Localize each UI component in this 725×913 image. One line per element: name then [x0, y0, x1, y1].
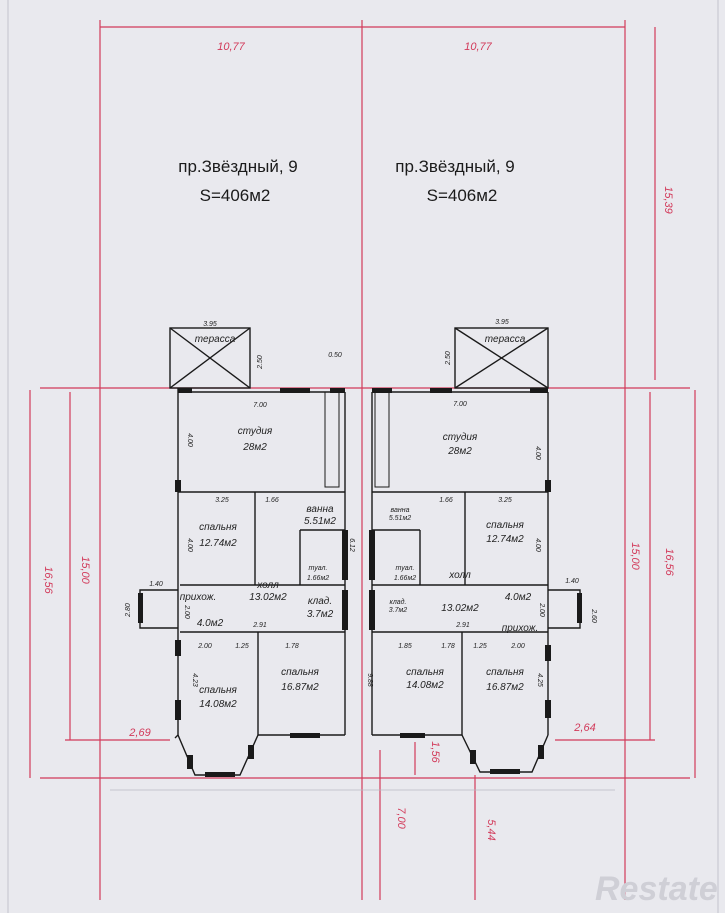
left-toilet-area: 1.66м2 — [307, 575, 329, 582]
left-bath-label: ванна — [306, 504, 334, 515]
right-d425: 4.25 — [536, 673, 543, 687]
right-studio-area: 28м2 — [447, 446, 472, 457]
left-bath-area: 5.51м2 — [304, 516, 336, 527]
right-terrace-label: терасса — [485, 334, 526, 345]
right-studio-height: 4.00 — [534, 446, 541, 460]
right-bedroom2-area: 14.08м2 — [406, 680, 444, 691]
right-closet-label: клад. — [390, 598, 407, 606]
right-entry-depth: 2.00 — [538, 602, 545, 617]
dim-right-height: 16,56 — [663, 548, 675, 576]
right-entry-label: прихож. — [502, 623, 539, 634]
left-studio-width: 7.00 — [253, 402, 267, 409]
dim-right-top: 15,39 — [662, 186, 674, 214]
dim-left-offset: 2,69 — [128, 727, 150, 739]
left-bedroom3-label: спальня — [281, 667, 319, 678]
left-house-thick-walls — [138, 388, 348, 777]
left-closet-area: 3.7м2 — [307, 609, 334, 620]
left-hall-area: 13.02м2 — [249, 592, 287, 603]
left-terrace-width: 3.95 — [203, 321, 217, 328]
right-d988: 9.88 — [366, 673, 373, 687]
dim-bottom-left: 7,00 — [395, 807, 407, 829]
left-terrace-label: терасса — [195, 334, 236, 345]
left-d200: 2.00 — [197, 643, 212, 650]
left-d612: 6.12 — [348, 538, 355, 552]
left-bedroom1-width: 3.25 — [215, 497, 229, 504]
dim-bay-offset: 1,56 — [429, 741, 441, 763]
right-studio-label: студия — [443, 432, 478, 443]
right-bedroom1-width: 3.25 — [498, 497, 512, 504]
right-d291: 2.91 — [455, 622, 470, 629]
left-entry-area: 4.0м2 — [197, 618, 224, 629]
right-terrace-width: 3.95 — [495, 319, 509, 326]
lot-right-address: пр.Звёздный, 9 — [395, 157, 514, 176]
right-terrace-depth: 2.50 — [445, 351, 452, 366]
left-bedroom1-height: 4.00 — [186, 538, 193, 552]
right-hall-area: 13.02м2 — [441, 603, 479, 614]
right-studio-width: 7.00 — [453, 401, 467, 408]
left-bedroom1-label: спальня — [199, 522, 237, 533]
right-bedroom3-label: спальня — [486, 667, 524, 678]
lot-left-width: 10,77 — [217, 41, 245, 53]
lot-left-area: S=406м2 — [200, 186, 271, 205]
right-d125: 1.25 — [473, 643, 487, 650]
right-toilet-label: туал. — [396, 565, 415, 572]
right-bath-label: ванна — [391, 507, 410, 514]
left-d178: 1.78 — [285, 643, 299, 650]
right-porch: 2.60 — [590, 608, 597, 623]
left-d291: 2.91 — [252, 622, 267, 629]
left-toilet-label: туал. — [309, 565, 328, 572]
right-hall-door: 1.66 — [439, 497, 453, 504]
lot-left-address: пр.Звёздный, 9 — [178, 157, 297, 176]
left-bedroom2-label: спальня — [199, 685, 237, 696]
left-studio-height: 4.00 — [186, 433, 193, 447]
right-toilet-area: 1.66м2 — [394, 575, 416, 582]
right-bedroom1-label: спальня — [486, 520, 524, 531]
left-hall-label: холл — [256, 580, 279, 591]
left-closet-label: клад. — [308, 596, 332, 607]
right-hall-label: холл — [448, 570, 471, 581]
paper-guides — [7, 0, 719, 913]
gap-dim: 0.50 — [328, 352, 342, 359]
left-studio-area: 28м2 — [242, 442, 267, 453]
watermark-logo: Restate — [595, 870, 718, 908]
right-bedroom2-label: спальня — [406, 667, 444, 678]
right-house-thick-walls — [369, 388, 582, 774]
right-closet-area: 3.7м2 — [389, 607, 408, 614]
left-entry-width: 1.40 — [149, 581, 163, 588]
dim-bottom-right: 5,44 — [485, 819, 497, 840]
right-entry-area: 4.0м2 — [505, 592, 532, 603]
left-bedroom3-area: 16.87м2 — [281, 682, 319, 693]
left-d125: 1.25 — [235, 643, 249, 650]
dim-left-inner: 15,00 — [79, 556, 91, 584]
right-bedroom1-area: 12.74м2 — [486, 534, 524, 545]
left-hall-door: 1.66 — [265, 497, 279, 504]
lot-boundaries — [29, 20, 696, 900]
right-bedroom1-height: 4.00 — [534, 538, 541, 552]
right-d185: 1.85 — [398, 643, 412, 650]
right-d178: 1.78 — [441, 643, 455, 650]
left-d423: 4.23 — [191, 673, 198, 687]
dim-right-inner: 15,00 — [629, 542, 641, 570]
lot-right-area: S=406м2 — [427, 186, 498, 205]
right-bedroom3-area: 16.87м2 — [486, 682, 524, 693]
lot-right-width: 10,77 — [464, 41, 492, 53]
right-d200: 2.00 — [510, 643, 525, 650]
right-entry-width: 1.40 — [565, 578, 579, 585]
dim-left-height: 16,56 — [42, 566, 54, 594]
left-bedroom2-area: 14.08м2 — [199, 699, 237, 710]
left-studio-label: студия — [238, 426, 273, 437]
left-entry-label: прихож. — [180, 592, 217, 603]
left-entry-depth: 2.00 — [183, 604, 190, 619]
left-bedroom1-area: 12.74м2 — [199, 538, 237, 549]
left-terrace-depth: 2.50 — [257, 355, 264, 370]
left-porch: 2.80 — [125, 603, 132, 618]
right-bath-area: 5.51м2 — [389, 515, 411, 522]
dim-right-offset: 2,64 — [573, 722, 595, 734]
